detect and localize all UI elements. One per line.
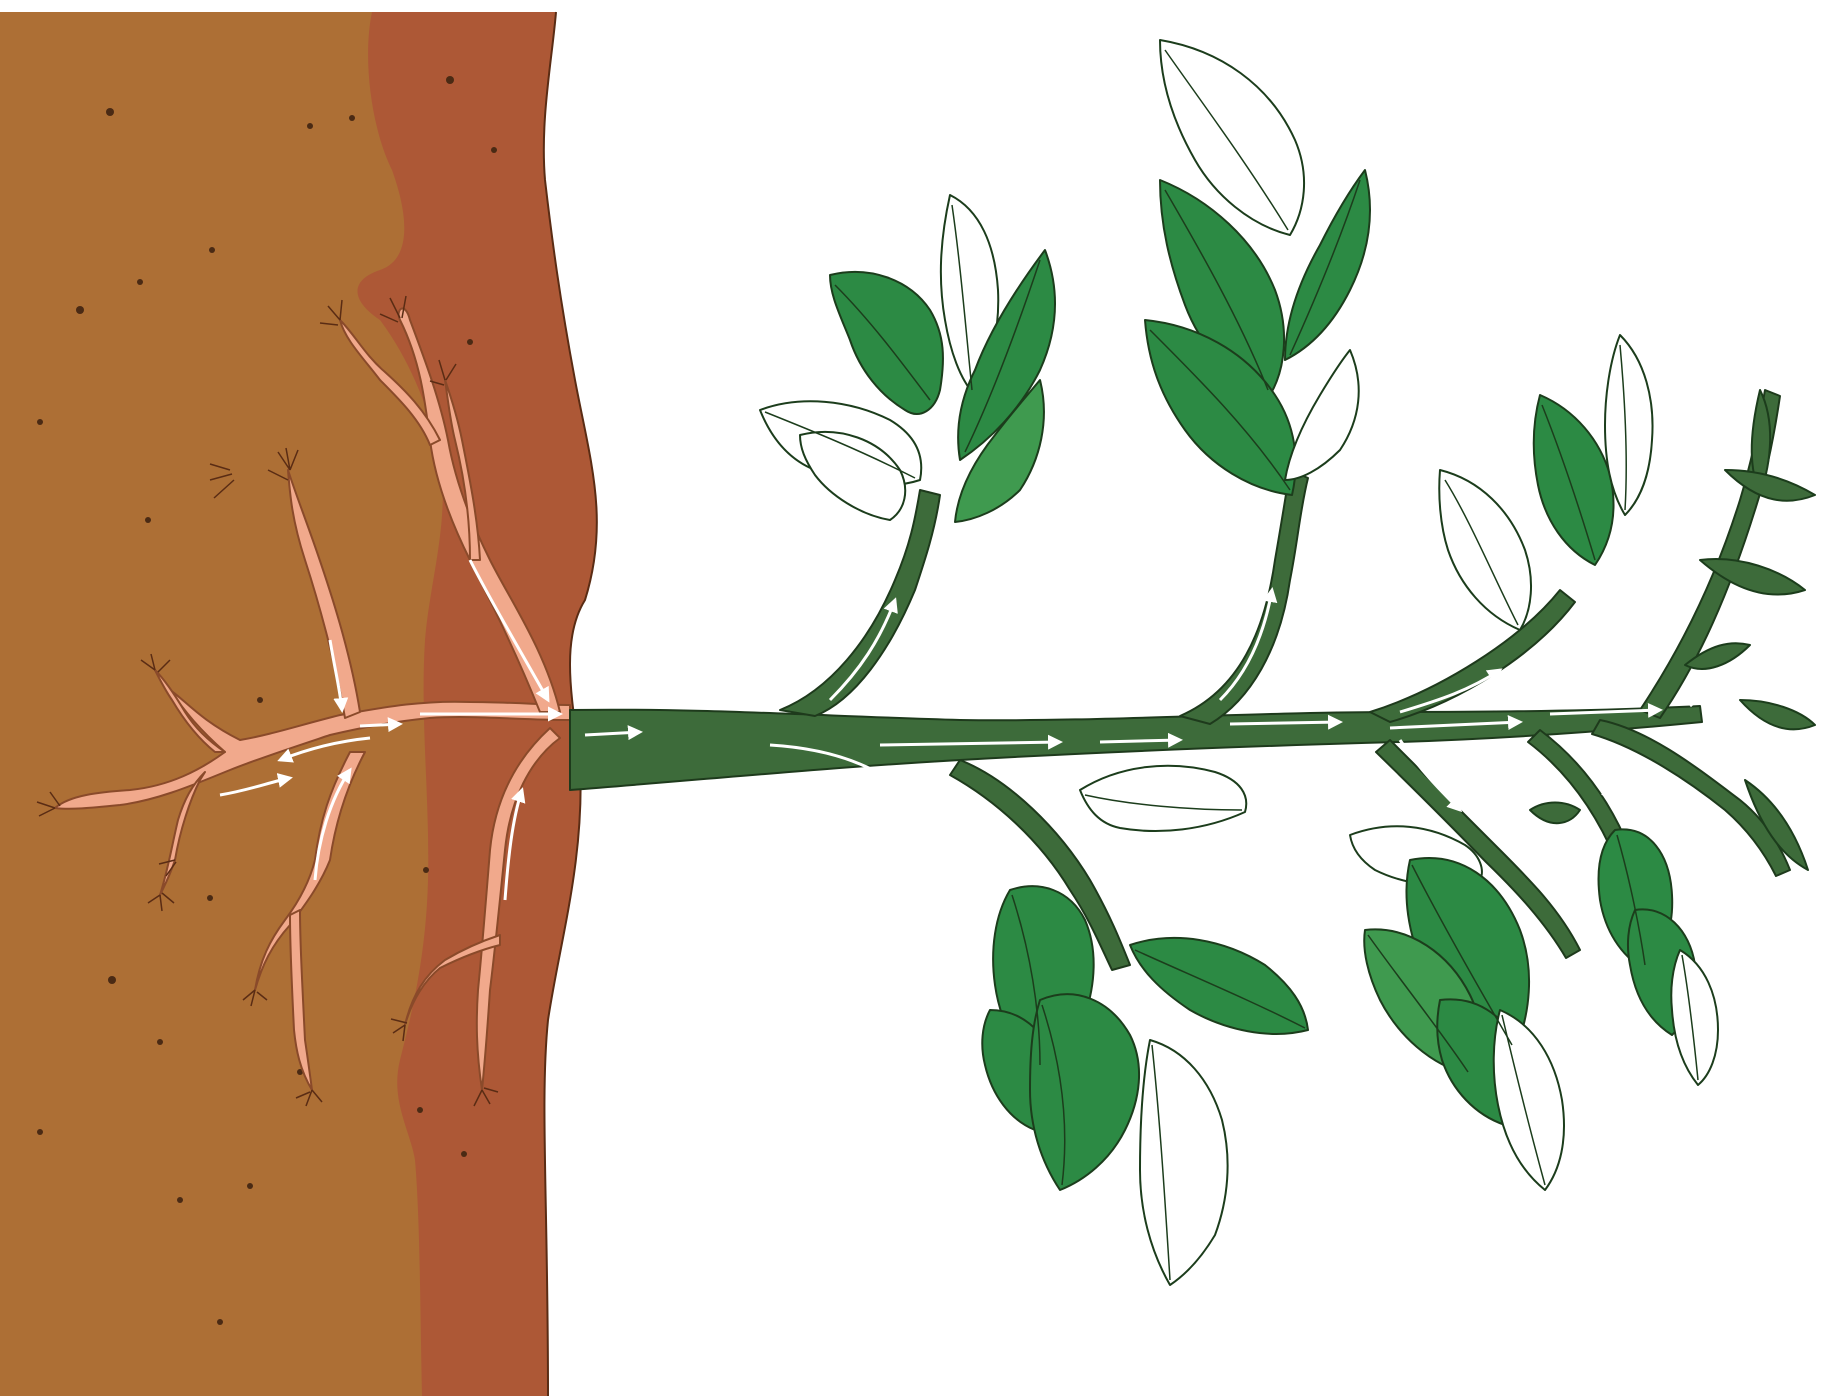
stem-branch-upper-right — [1370, 590, 1575, 722]
leaf-icon — [1740, 700, 1815, 729]
leaf-icon — [1140, 1040, 1228, 1285]
leaf-icon — [1671, 950, 1718, 1085]
leaf-icon — [1534, 395, 1614, 565]
stem-branch-upper-left — [780, 490, 940, 716]
arrow-right-icon — [1230, 722, 1340, 724]
arrow-right-icon — [360, 724, 400, 726]
stem-branch-upper-middle — [1180, 470, 1308, 724]
leaf-icon — [1530, 803, 1580, 824]
arrow-right-icon — [1100, 740, 1180, 742]
leaf-icon — [1725, 470, 1815, 501]
soil-light-layer — [0, 12, 443, 1396]
leaf-icon — [1030, 994, 1139, 1190]
leaf-icon — [1130, 938, 1308, 1034]
leaves — [760, 40, 1815, 1285]
leaf-icon — [1494, 1010, 1564, 1190]
leaf-icon — [1285, 350, 1359, 480]
